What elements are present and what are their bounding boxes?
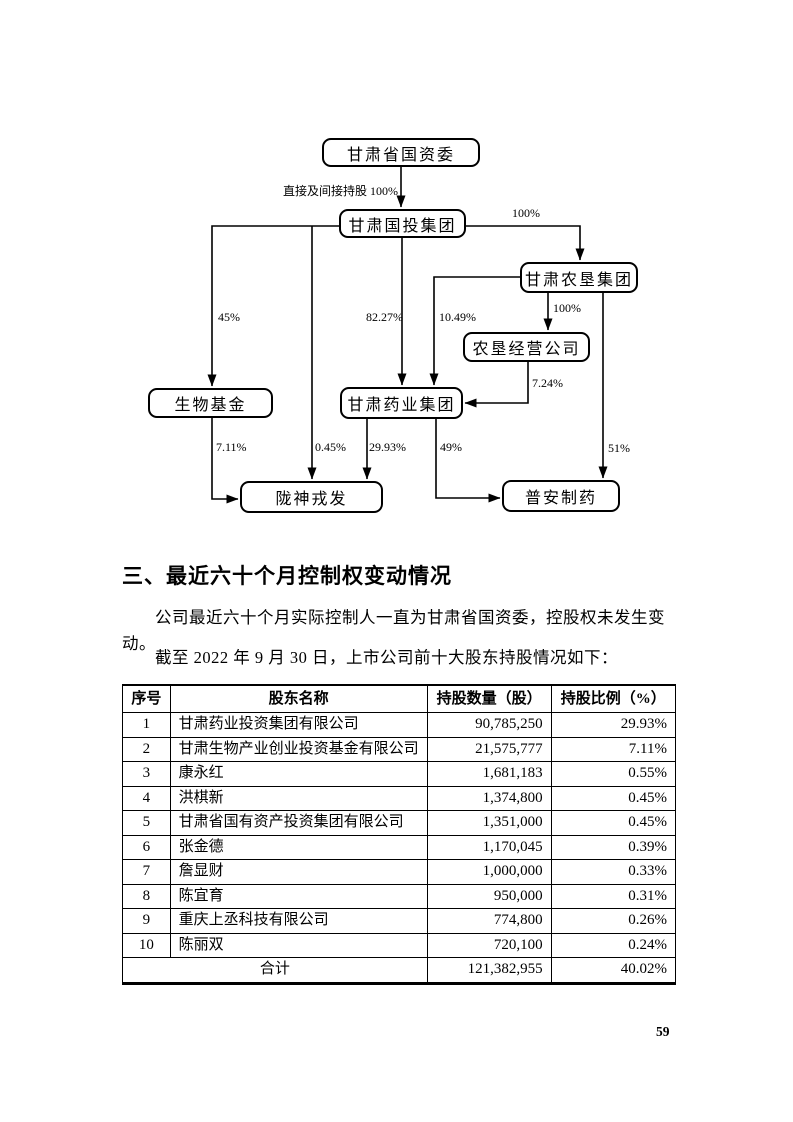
edge-label-guotou-yaoye: 82.27% <box>366 310 403 324</box>
table-row: 3 康永红 1,681,183 0.55% <box>122 761 677 787</box>
edge-guotou-shengwu <box>207 225 339 387</box>
total-label: 合计 <box>122 957 428 985</box>
paragraph-control-change: 公司最近六十个月实际控制人一直为甘肃省国资委，控股权未发生变动。 <box>122 608 665 653</box>
node-guoziwei: 甘肃省国资委 <box>322 138 480 167</box>
edge-label-shengwu-longshen: 7.11% <box>216 440 247 454</box>
header-ratio: 持股比例（%） <box>550 684 677 713</box>
header-shares: 持股数量（股） <box>426 684 552 713</box>
total-ratio: 40.02% <box>550 957 677 985</box>
node-guotou: 甘肃国投集团 <box>339 209 466 238</box>
header-name: 股东名称 <box>169 684 428 713</box>
node-jingying: 农垦经营公司 <box>463 332 590 362</box>
table-row: 1 甘肃药业投资集团有限公司 90,785,250 29.93% <box>122 712 677 738</box>
edge-label-guotou-longshen: 0.45% <box>315 440 346 454</box>
edge-nongken-yaoye <box>429 276 520 386</box>
node-puan: 普安制药 <box>502 480 620 512</box>
ownership-diagram-connectors <box>207 167 608 504</box>
edge-label-nongken-puan: 51% <box>608 441 630 455</box>
edge-label-nongken-yaoye: 10.49% <box>439 310 476 324</box>
node-longshen: 陇神戎发 <box>240 481 383 513</box>
page-number: 59 <box>656 1024 670 1039</box>
edge-label-jingying-yaoye: 7.24% <box>532 376 563 390</box>
table-row: 7 詹显财 1,000,000 0.33% <box>122 859 677 885</box>
table-row: 4 洪棋新 1,374,800 0.45% <box>122 785 677 811</box>
edge-label-yaoye-longshen: 29.93% <box>369 440 406 454</box>
header-index: 序号 <box>122 684 171 713</box>
total-shares: 121,382,955 <box>426 957 552 985</box>
edge-jingying-yaoye <box>464 362 529 408</box>
table-row: 9 重庆上丞科技有限公司 774,800 0.26% <box>122 908 677 934</box>
section-heading: 三、最近六十个月控制权变动情况 <box>122 565 452 588</box>
edge-label-direct-indirect: 直接及间接持股 100% <box>283 184 398 198</box>
node-yaoye: 甘肃药业集团 <box>340 387 463 419</box>
table-row: 6 张金德 1,170,045 0.39% <box>122 834 677 860</box>
top-shareholders-table: 序号 股东名称 持股数量（股） 持股比例（%） 1 甘肃药业投资集团有限公司 9… <box>122 684 677 985</box>
table-row: 10 陈丽双 720,100 0.24% <box>122 932 677 958</box>
edge-label-guotou-shengwu: 45% <box>218 310 240 324</box>
table-row: 5 甘肃省国有资产投资集团有限公司 1,351,000 0.45% <box>122 810 677 836</box>
table-header-row: 序号 股东名称 持股数量（股） 持股比例（%） <box>122 684 677 713</box>
edge-label-nongken-jingying: 100% <box>553 301 581 315</box>
edge-label-guotou-nongken: 100% <box>512 206 540 220</box>
edge-shengwu-longshen <box>211 418 239 504</box>
edge-label-yaoye-puan: 49% <box>440 440 462 454</box>
edge-guotou-nongken <box>466 225 585 261</box>
table-row: 8 陈宜育 950,000 0.31% <box>122 883 677 909</box>
table-row: 2 甘肃生物产业创业投资基金有限公司 21,575,777 7.11% <box>122 736 677 762</box>
node-nongken: 甘肃农垦集团 <box>520 262 638 293</box>
paragraph-table-intro: 截至 2022 年 9 月 30 日，上市公司前十大股东持股情况如下： <box>155 648 618 667</box>
edge-yaoye-puan <box>435 419 501 503</box>
table-total-row: 合计 121,382,955 40.02% <box>122 957 677 985</box>
node-shengwu: 生物基金 <box>148 388 273 418</box>
